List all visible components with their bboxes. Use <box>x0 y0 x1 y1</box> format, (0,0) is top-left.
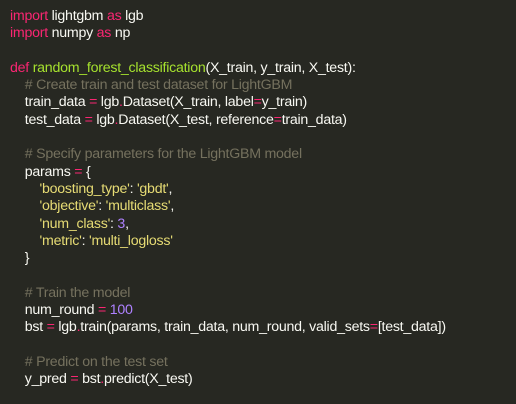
code-text-token: lightgbm <box>47 8 107 24</box>
operator-token: = <box>89 94 98 111</box>
code-line[interactable]: test_data = lgb.Dataset(X_test, referenc… <box>10 112 516 129</box>
code-text-token: } <box>10 250 30 267</box>
code-line[interactable]: ​ <box>10 389 516 404</box>
code-text-token: { <box>82 163 91 180</box>
code-text-token: : <box>98 198 106 215</box>
string-token: 'multiclass' <box>105 198 171 215</box>
code-text-token: : <box>129 180 137 197</box>
code-text-token: [test_data]) <box>377 319 446 336</box>
keyword-token: def <box>10 59 29 76</box>
code-text-token: Dataset(X_train, label <box>122 94 254 111</box>
code-line[interactable]: import numpy as np <box>10 25 516 42</box>
operator-token: = <box>70 371 79 388</box>
comment-token: # Train the model <box>24 284 131 301</box>
code-text-token: lgb <box>92 111 115 128</box>
code-line[interactable]: ​ <box>10 43 516 60</box>
keyword-token: as <box>106 8 122 24</box>
number-token: 3 <box>117 215 126 232</box>
code-text-token: bst <box>78 371 101 388</box>
code-text-token: numpy <box>47 25 97 42</box>
code-line[interactable]: ​ <box>10 337 516 354</box>
code-line[interactable]: y_pred = bst.predict(X_test) <box>10 371 516 388</box>
code-line[interactable]: ​ <box>10 129 516 146</box>
number-token: 100 <box>109 302 133 319</box>
code-text-token <box>10 216 40 232</box>
code-line[interactable]: import lightgbm as lgb <box>10 8 516 25</box>
code-text-token: num_round <box>10 302 98 319</box>
code-line[interactable]: params = { <box>10 164 516 181</box>
comment-token: # Predict on the test set <box>24 353 168 370</box>
code-text-token: train(params, train_data, num_round, val… <box>80 319 370 336</box>
keyword-token: as <box>96 25 112 42</box>
code-line[interactable]: num_round = 100 <box>10 302 516 319</box>
operator-token: = <box>369 319 378 336</box>
code-line[interactable]: ​ <box>10 267 516 284</box>
code-text-token: lgb <box>97 94 119 111</box>
code-line[interactable]: 'metric': 'multi_logloss' <box>10 233 516 250</box>
code-text-token: : <box>110 215 118 232</box>
operator-token: = <box>273 111 282 128</box>
code-line[interactable]: # Create train and test dataset for Ligh… <box>10 77 516 94</box>
operator-token: = <box>74 163 83 180</box>
code-text-token: , <box>125 215 129 232</box>
code-line[interactable]: bst = lgb.train(params, train_data, num_… <box>10 319 516 336</box>
code-text-token <box>10 233 40 249</box>
string-token: 'boosting_type' <box>39 180 130 197</box>
code-text-token <box>10 181 40 197</box>
code-text-token: lgb <box>121 8 144 24</box>
operator-token: = <box>84 111 93 128</box>
code-text-token: , <box>170 198 175 215</box>
code-line[interactable]: # Train the model <box>10 285 516 302</box>
operator-token: = <box>46 319 55 336</box>
code-line[interactable]: 'boosting_type': 'gbdt', <box>10 181 516 198</box>
operator-token: . <box>118 94 123 111</box>
code-text-token: predict(X_test) <box>103 371 193 388</box>
operator-token: . <box>114 111 119 128</box>
code-text-token <box>10 285 25 301</box>
code-text-token: (X_train, y_train, X_test): <box>205 59 356 76</box>
code-line[interactable]: 'objective': 'multiclass', <box>10 198 516 215</box>
code-text-token: train_data) <box>281 111 347 128</box>
code-text-token: : <box>81 232 89 249</box>
code-text-token: bst <box>10 319 47 336</box>
code-text-token <box>10 198 40 214</box>
code-text-token: lgb <box>54 319 77 336</box>
code-line[interactable]: } <box>10 250 516 267</box>
code-text-token: params <box>10 163 75 180</box>
string-token: 'multi_logloss' <box>88 232 173 249</box>
code-text-token: Dataset(X_test, reference <box>118 111 274 128</box>
function-name-token: random_forest_classification <box>32 59 206 76</box>
code-text-token: , <box>168 180 173 197</box>
operator-token: = <box>253 94 262 111</box>
code-line[interactable]: # Specify parameters for the LightGBM mo… <box>10 146 516 163</box>
operator-token: = <box>98 302 107 319</box>
keyword-token: import <box>10 25 48 42</box>
operator-token: . <box>100 371 104 388</box>
code-text-token: train_data <box>10 94 90 111</box>
keyword-token: import <box>10 8 48 24</box>
code-line[interactable]: # Predict on the test set <box>10 354 516 371</box>
code-text-token <box>10 77 25 93</box>
comment-token: # Create train and test dataset for Ligh… <box>24 77 293 94</box>
code-text-token: test_data <box>10 111 85 128</box>
code-text-token: y_train) <box>261 94 308 111</box>
code-text-token: y_pred <box>10 371 71 388</box>
code-line[interactable]: 'num_class': 3, <box>10 216 516 233</box>
code-text-token <box>10 146 25 162</box>
comment-token: # Specify parameters for the LightGBM mo… <box>24 146 302 163</box>
string-token: 'num_class' <box>39 215 111 232</box>
string-token: 'gbdt' <box>136 180 169 197</box>
code-text-token <box>10 354 25 370</box>
operator-token: . <box>76 319 81 336</box>
code-line[interactable]: train_data = lgb.Dataset(X_train, label=… <box>10 94 516 111</box>
string-token: 'metric' <box>39 232 82 249</box>
code-line[interactable]: def random_forest_classification(X_train… <box>10 60 516 77</box>
string-token: 'objective' <box>39 198 99 215</box>
code-text-token: np <box>111 25 131 42</box>
